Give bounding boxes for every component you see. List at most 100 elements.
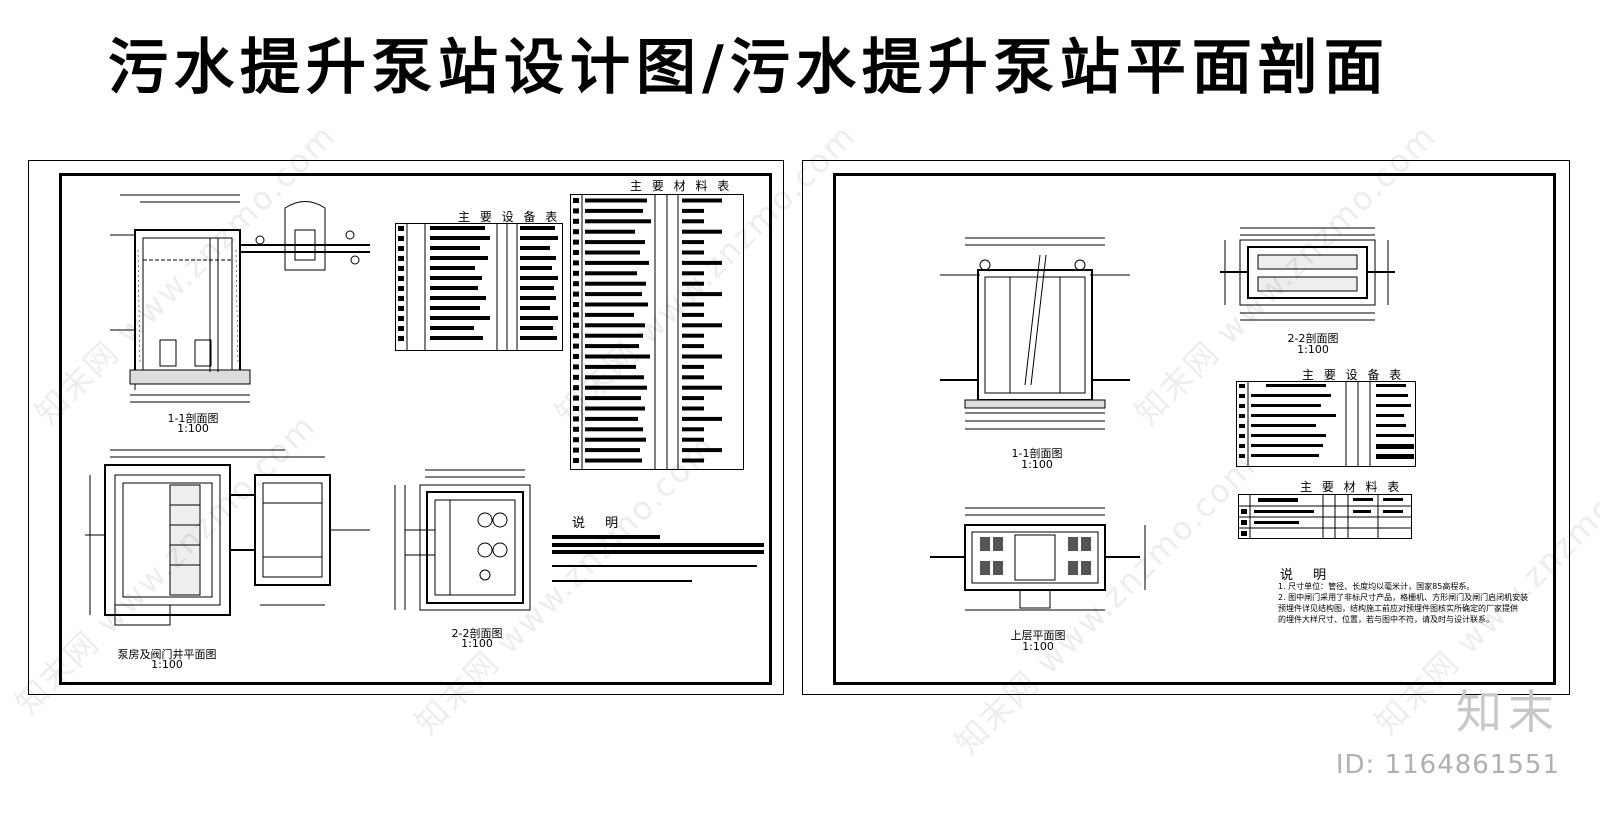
table-row-text	[585, 344, 639, 349]
table-row-text	[682, 375, 704, 380]
table-row-text	[682, 323, 722, 328]
table-row-text	[682, 458, 704, 463]
table-row-text	[585, 448, 640, 453]
left-material-table-title: 主 要 材 料 表	[630, 179, 733, 193]
table-row-text	[585, 458, 642, 463]
table-row-text	[682, 354, 722, 359]
left-plan-name: 泵房及阀门井平面图	[117, 648, 217, 661]
right-section-1-1-name: 1-1剖面图	[1011, 447, 1063, 460]
table-row-icon	[573, 302, 579, 307]
table-row-icon	[573, 416, 579, 422]
table-row-icon	[573, 447, 579, 453]
table-row-text	[682, 385, 722, 390]
table-row-text	[682, 260, 722, 265]
table-row-text	[585, 229, 635, 234]
right-material-table-title: 主 要 材 料 表	[1300, 480, 1403, 494]
right-sheet-frame	[833, 173, 1556, 685]
table-row-icon	[573, 218, 579, 224]
left-section-1-1-scale: 1:100	[177, 422, 209, 435]
right-section-1-1-scale: 1:100	[1021, 458, 1053, 471]
table-row-icon	[573, 374, 579, 380]
table-row-text	[682, 416, 722, 421]
table-row-text	[682, 312, 704, 317]
table-row-text	[585, 302, 648, 307]
table-row-text	[682, 281, 704, 286]
table-row-icon	[573, 437, 579, 443]
left-section-2-2-scale: 1:100	[461, 637, 493, 650]
table-row-text	[682, 250, 704, 255]
table-row-text	[585, 323, 645, 328]
table-row-text	[585, 437, 646, 442]
table-row-text	[682, 229, 722, 234]
table-row-icon	[573, 291, 579, 297]
table-row-icon	[573, 239, 579, 245]
table-row-text	[682, 219, 704, 224]
right-plan-name: 上层平面图	[1010, 629, 1066, 642]
table-row-icon	[573, 406, 579, 411]
right-equipment-table	[1236, 381, 1416, 467]
right-notes-title: 说 明	[1280, 568, 1335, 583]
left-section-1-1-name: 1-1剖面图	[167, 412, 219, 425]
table-row-icon	[573, 250, 579, 255]
table-row-icon	[573, 229, 579, 235]
table-row-text	[585, 427, 643, 432]
left-section-2-2-name: 2-2剖面图	[451, 627, 503, 640]
table-row-text	[682, 437, 704, 442]
right-equipment-table-title: 主 要 设 备 表	[1302, 368, 1405, 382]
table-row-icon	[573, 458, 579, 463]
right-sheet	[802, 160, 1570, 695]
table-row-text	[585, 375, 644, 380]
table-row-text	[585, 333, 643, 338]
table-row-icon	[573, 208, 579, 214]
table-row-text	[682, 208, 704, 213]
right-section-2-2-scale: 1:100	[1297, 343, 1329, 356]
table-row-text	[682, 406, 704, 411]
table-row-icon	[573, 343, 579, 349]
table-row-text	[585, 292, 642, 297]
right-note-line: 1. 尺寸单位：管径、长度均以毫米计，国家85高程系。	[1278, 582, 1475, 591]
brand-logo: 知末	[1456, 685, 1560, 739]
table-row-icon	[573, 322, 579, 328]
table-row-icon	[573, 198, 579, 203]
table-row-text	[585, 396, 641, 401]
table-row-text	[682, 240, 704, 245]
left-plan-drawing	[85, 449, 370, 626]
table-row-icon	[573, 354, 579, 359]
right-note-line: 2. 图中闸门采用了非标尺寸产品，格栅机、方形闸门及闸门启闭机安装	[1278, 593, 1529, 602]
table-row-text	[585, 198, 647, 203]
table-row-text	[585, 416, 638, 421]
table-row-icon	[573, 312, 579, 318]
table-row-text	[585, 240, 645, 245]
table-row-text	[585, 385, 647, 390]
table-row-icon	[573, 260, 579, 266]
table-row-text	[585, 312, 634, 317]
table-row-icon	[573, 395, 579, 401]
table-row-text	[585, 260, 649, 265]
right-plan-drawing	[930, 507, 1146, 611]
right-note-line: 的埋件大样尺寸、位置，若与图中不符，请及时与设计联系。	[1278, 615, 1494, 624]
table-row-text	[585, 354, 650, 359]
left-notes-lines	[552, 535, 764, 582]
table-row-icon	[573, 364, 579, 370]
table-row-text	[682, 333, 704, 338]
left-equipment-table-title: 主 要 设 备 表	[458, 210, 561, 224]
table-row-text	[585, 281, 646, 286]
table-row-text	[682, 364, 704, 369]
left-material-table	[570, 194, 744, 470]
table-row-icon	[573, 426, 579, 432]
left-sheet	[28, 160, 784, 695]
right-note-line: 预埋件详见结构图，结构施工前应对预埋件图核实所确定的厂家提供	[1278, 604, 1518, 613]
drawing-title: 污水提升泵站设计图/污水提升泵站平面剖面	[108, 33, 1390, 103]
left-notes-title: 说 明	[572, 516, 627, 531]
table-row-text	[585, 219, 651, 224]
image-id-label: ID: 1164861551	[1335, 750, 1560, 780]
right-material-table	[1238, 494, 1412, 539]
left-plan-scale: 1:100	[151, 658, 183, 671]
table-row-text	[585, 271, 637, 276]
right-plan-scale: 1:100	[1022, 640, 1054, 653]
right-section-2-2-name: 2-2剖面图	[1287, 332, 1339, 345]
left-section-1-1-drawing	[110, 194, 370, 403]
left-equipment-table	[395, 223, 563, 351]
table-row-text	[585, 364, 636, 369]
table-row-icon	[573, 281, 579, 287]
